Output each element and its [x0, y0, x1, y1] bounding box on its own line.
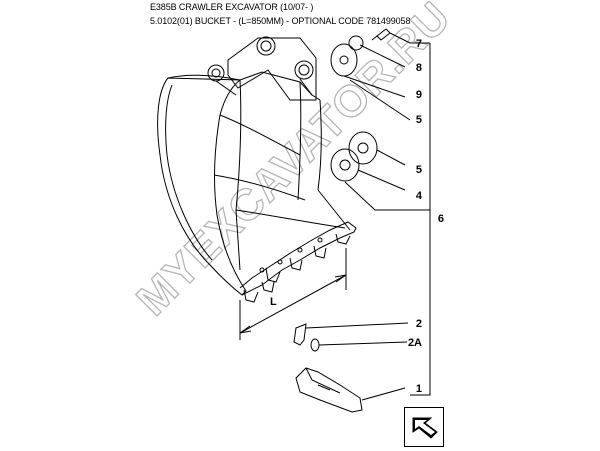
tooth-part-1: [295, 367, 363, 413]
callout-7: 7: [415, 38, 422, 50]
next-page-button[interactable]: [404, 407, 444, 447]
bucket-shell: [157, 77, 247, 296]
dimension-line-L: [239, 248, 347, 340]
shim-part-5: [348, 131, 378, 165]
retainer-part-2A: [310, 338, 320, 352]
callout-4: 4: [415, 190, 422, 202]
plate-part-4: [330, 148, 360, 182]
pin-boss-left-lower: [207, 64, 225, 82]
callout-6: 6: [437, 213, 444, 225]
callout-5-upper: 5: [415, 114, 422, 126]
page-title: E385B CRAWLER EXCAVATOR (10/07- ): [150, 2, 314, 12]
callout-9: 9: [415, 89, 422, 101]
callout-1: 1: [415, 383, 422, 395]
callout-5-lower: 5: [415, 164, 422, 176]
plate-part-9: [330, 43, 358, 77]
callout-2A: 2A: [407, 337, 422, 349]
bracket-line: [410, 43, 431, 396]
pin-boss-left: [256, 36, 276, 56]
washer-part-8: [348, 35, 364, 51]
next-page-arrow-icon: [412, 417, 438, 439]
pin-part-2: [293, 323, 307, 346]
callout-2: 2: [415, 318, 422, 330]
dimension-label-L: L: [270, 296, 277, 308]
page-subtitle: 5.0102(01) BUCKET - (L=850MM) - OPTIONAL…: [150, 16, 411, 26]
pin-boss-right: [294, 60, 314, 80]
tooth-adapter: [243, 289, 259, 303]
callout-8: 8: [415, 62, 422, 74]
